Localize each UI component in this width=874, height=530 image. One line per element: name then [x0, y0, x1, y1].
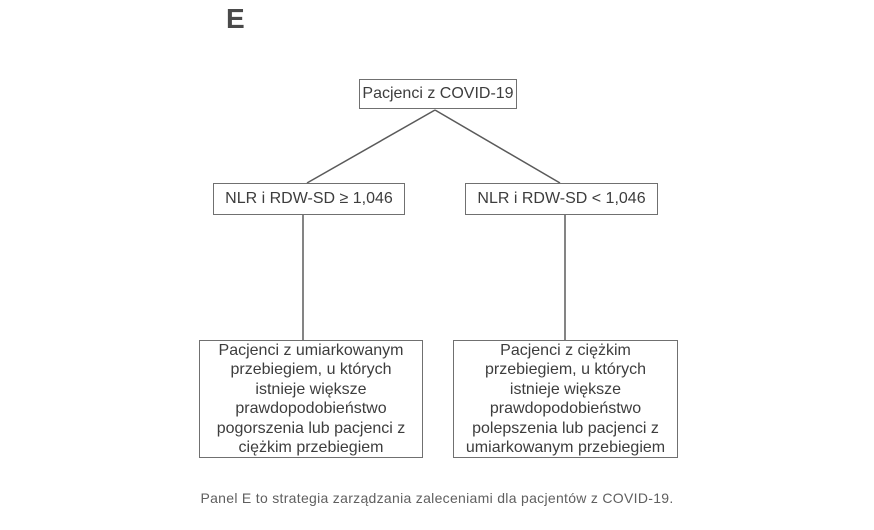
connector-root-to-left [306, 109, 436, 184]
node-condition-nlr-rdw-high: NLR i RDW-SD ≥ 1,046 [213, 183, 405, 215]
panel-label: E [226, 3, 245, 34]
node-outcome-moderate-label: Pacjenci z umiarkowanym przebiegiem, u k… [216, 341, 406, 457]
node-condition-high-label: NLR i RDW-SD ≥ 1,046 [225, 190, 393, 208]
node-outcome-severe-label: Pacjenci z ciężkim przebiegiem, u któryc… [465, 341, 666, 457]
node-outcome-severe-course: Pacjenci z ciężkim przebiegiem, u któryc… [453, 340, 678, 458]
node-condition-low-label: NLR i RDW-SD < 1,046 [477, 190, 646, 208]
node-root-label: Pacjenci z COVID-19 [362, 85, 514, 103]
node-root-patients-covid: Pacjenci z COVID-19 [359, 79, 517, 109]
connector-root-to-right [434, 109, 561, 184]
node-condition-nlr-rdw-low: NLR i RDW-SD < 1,046 [465, 183, 658, 215]
figure-caption: Panel E to strategia zarządzania zalecen… [200, 490, 674, 506]
node-outcome-moderate-course: Pacjenci z umiarkowanym przebiegiem, u k… [199, 340, 423, 458]
